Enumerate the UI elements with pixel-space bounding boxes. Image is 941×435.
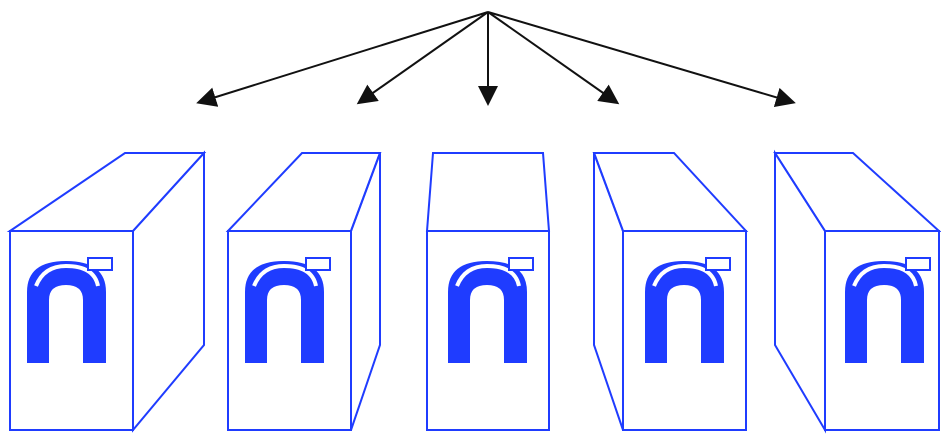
object-5-side-face [774, 149, 826, 434]
perspective-object-3 [425, 152, 551, 431]
glyph-n-icon [448, 257, 534, 363]
object-2-side-face [350, 152, 381, 431]
arrow-to-view-4 [487, 11, 620, 105]
arrow-to-view-5 [487, 11, 796, 108]
object-4-top-face [592, 152, 749, 232]
object-4-side-face [593, 152, 624, 431]
object-2-top-face [225, 152, 382, 232]
arrow-to-view-2 [356, 11, 489, 105]
glyph-n-icon [245, 257, 331, 363]
object-2-front-face [227, 230, 352, 431]
arrow-to-view-1 [196, 11, 489, 107]
object-1-top-face [6, 152, 207, 232]
perspective-object-1 [6, 150, 207, 433]
viewpoint-arrows [196, 11, 796, 108]
perspective-object-2 [225, 152, 382, 431]
object-3-front-face [426, 230, 550, 431]
glyph-n-icon [645, 257, 731, 363]
object-1-front-face [9, 230, 134, 431]
object-3-top-face [425, 152, 551, 232]
perspective-object-5 [773, 149, 941, 434]
object-4-front-face [622, 230, 747, 431]
perspective-object-4 [592, 152, 749, 431]
object-1-side-face [132, 150, 205, 433]
glyph-n-icon [845, 257, 931, 363]
object-5-front-face [824, 230, 940, 431]
glyph-n-icon [27, 257, 113, 363]
